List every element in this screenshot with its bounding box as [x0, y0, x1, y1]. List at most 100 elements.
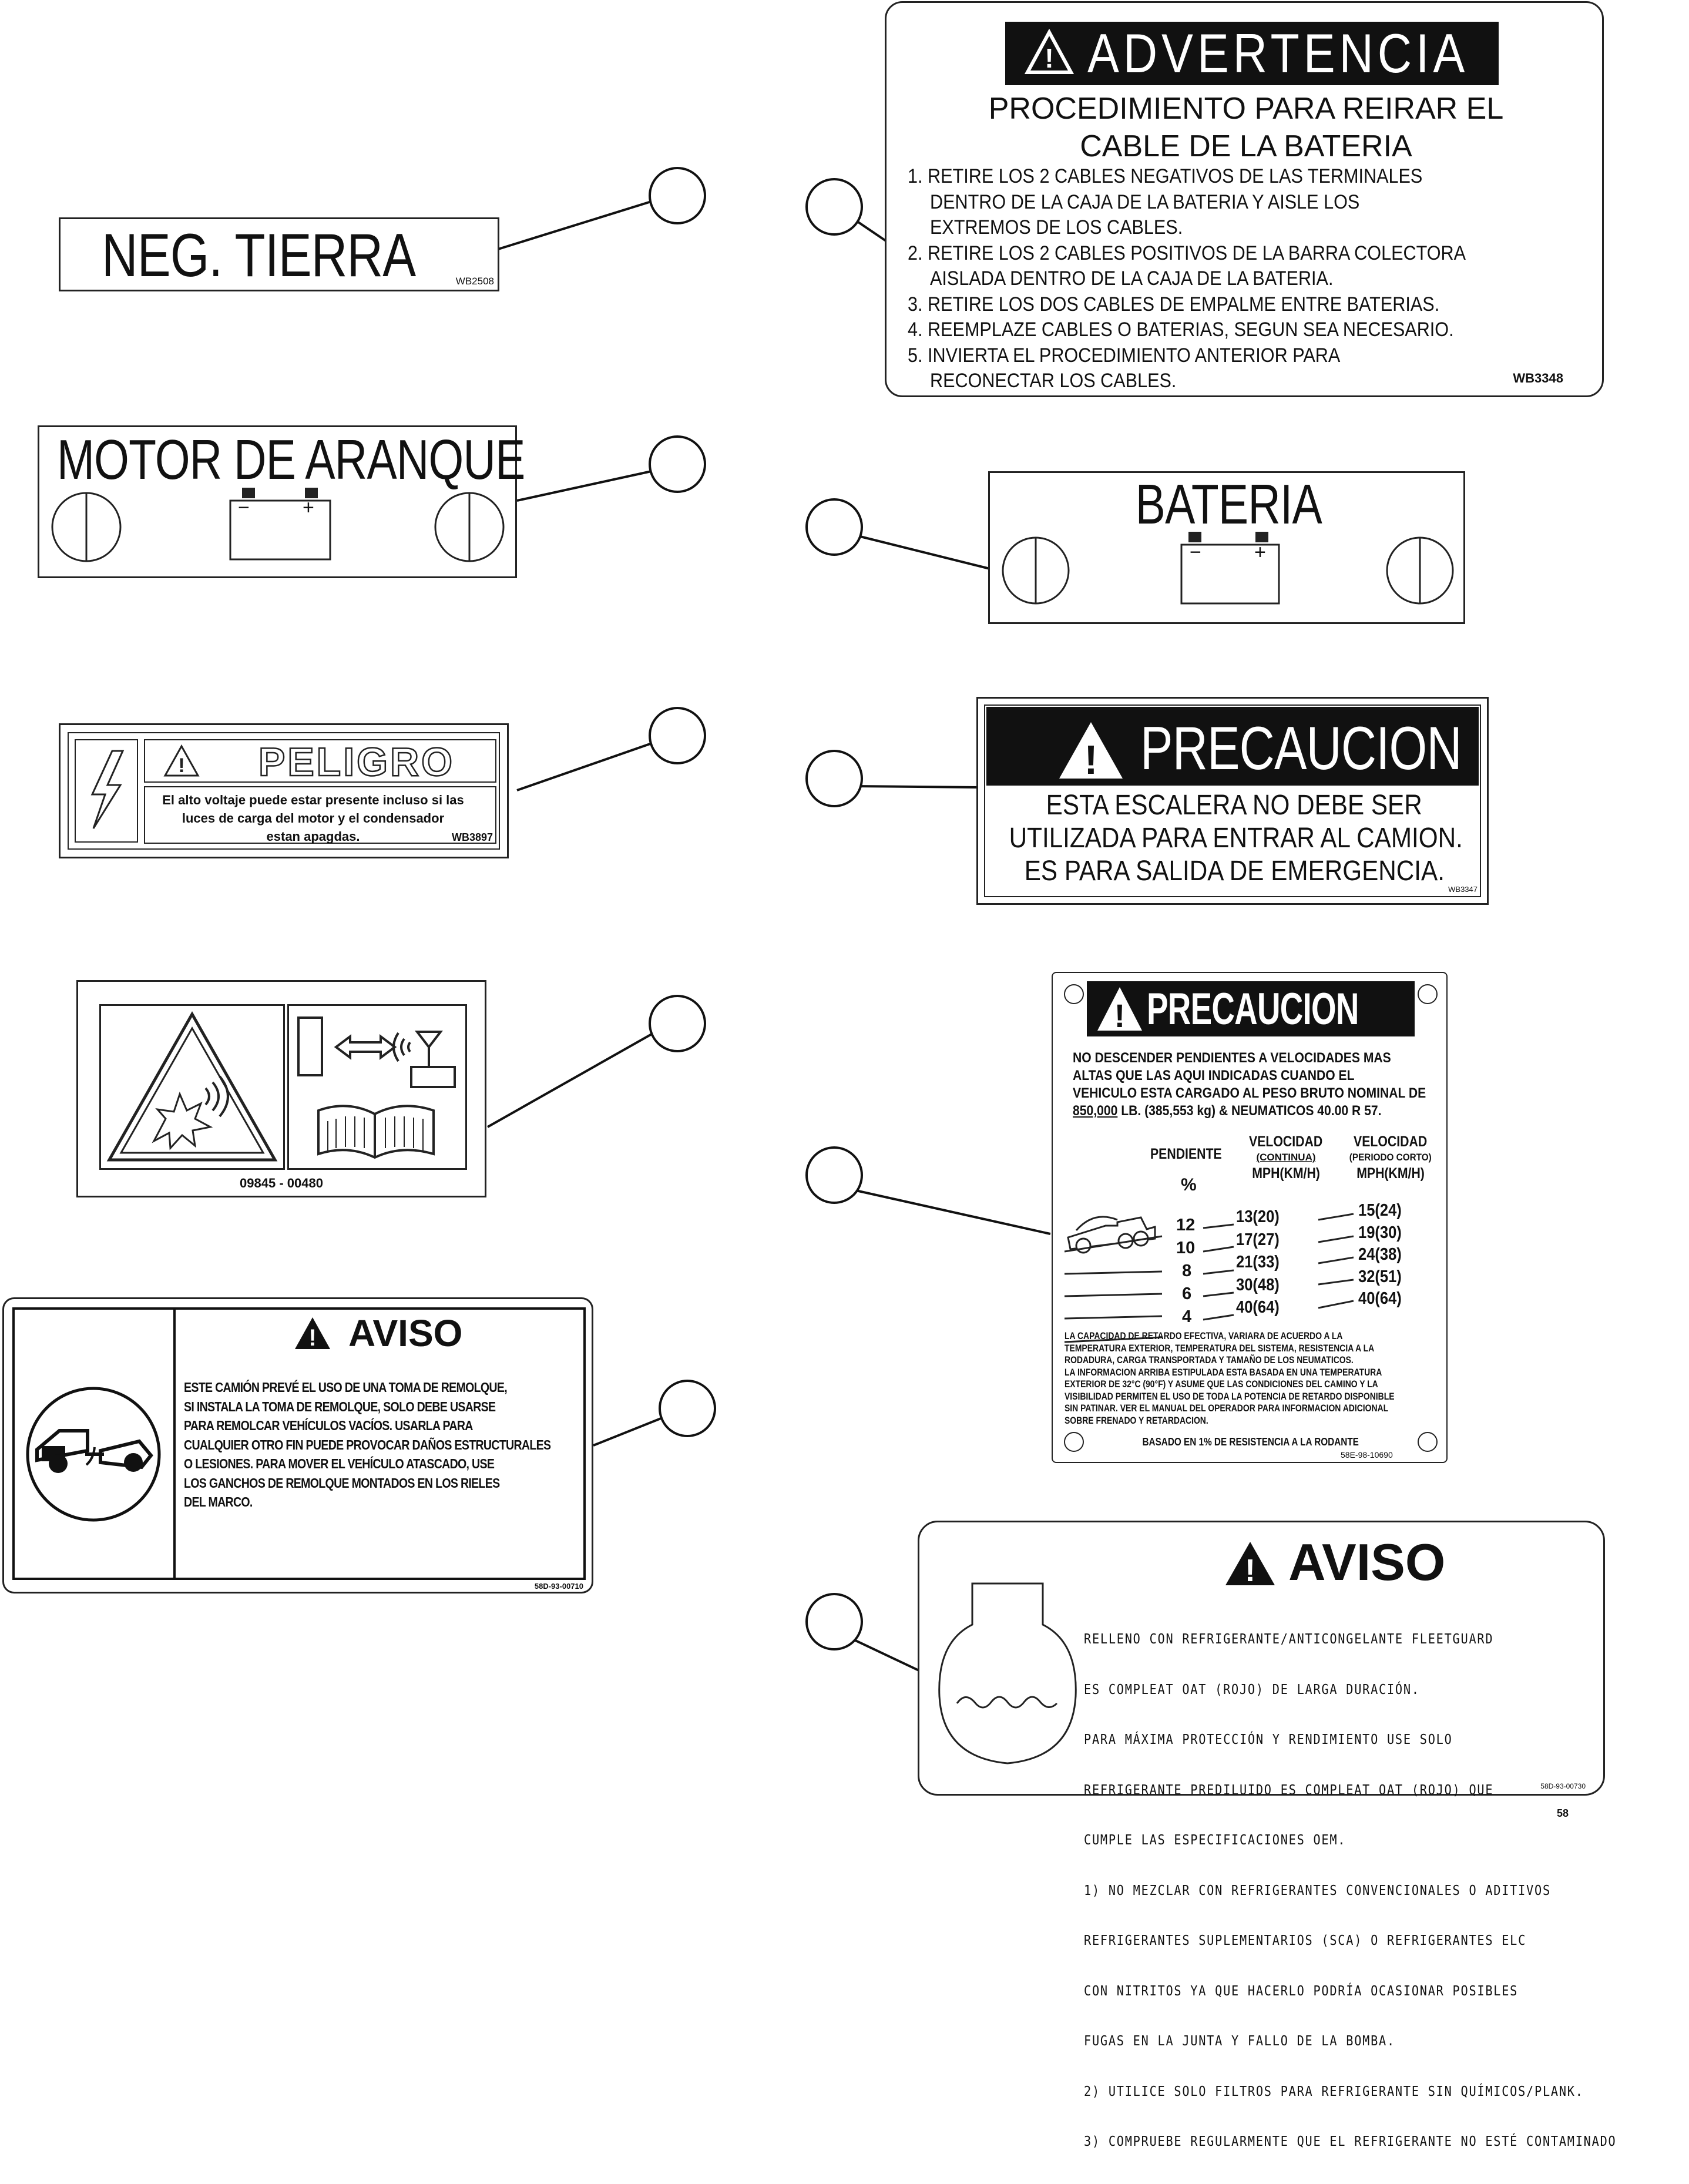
decal-pictograma: 09845 - 00480 [76, 980, 486, 1197]
pendientes-short: 32(51) [1358, 1267, 1402, 1286]
peligro-line: El alto voltaje puede estar presente inc… [162, 793, 464, 807]
pendientes-grade: 10 [1176, 1239, 1196, 1257]
aviso-refrigerante-code: 58D-93-00730 [1540, 1782, 1586, 1790]
advertencia-step: 5. INVIERTA EL PROCEDIMIENTO ANTERIOR PA… [908, 344, 1341, 367]
advertencia-step: 4. REEMPLAZE CABLES O BATERIAS, SEGUN SE… [908, 318, 1454, 341]
pendientes-intro-tail: LB. (385,553 kg) & NEUMATICOS 40.00 R 57… [1117, 1103, 1382, 1119]
aviso-remolque-code: 58D-93-00710 [534, 1582, 583, 1591]
callout-circle [649, 707, 706, 764]
pendientes-col-short-sub: (PERIODO CORTO) [1349, 1152, 1432, 1163]
warning-triangle-icon: ! [295, 1317, 330, 1351]
aviso-remolque-line: CUALQUIER OTRO FIN PUEDE PROVOCAR DAÑOS … [184, 1437, 551, 1452]
advertencia-step: AISLADA DENTRO DE LA CAJA DE LA BATERIA. [930, 267, 1334, 290]
lightning-bolt-icon [90, 750, 125, 829]
svg-text:!: ! [1084, 737, 1097, 783]
advertencia-subtitle: PROCEDIMIENTO PARA REIRAR EL [988, 92, 1504, 126]
bateria-minus-sign: − [1190, 541, 1201, 563]
peligro-line: estan apagdas. [266, 829, 360, 844]
precaucion-escalera-code: WB3347 [1448, 885, 1478, 894]
pendientes-unit: MPH(KM/H) [1356, 1165, 1425, 1182]
advertencia-step: EXTREMOS DE LOS CABLES. [930, 216, 1183, 239]
aviso-refrigerante-line: 3) COMPRUEBE REGULARMENTE QUE EL REFRIGE… [1084, 2134, 1617, 2149]
aviso-remolque-line: PARA REMOLCAR VEHÍCULOS VACÍOS. USARLA P… [184, 1418, 473, 1433]
pendientes-note: TEMPERATURA EXTERIOR, TEMPERATURA DEL SI… [1065, 1342, 1375, 1354]
pendientes-intro: VEHICULO ESTA CARGADO AL PESO BRUTO NOMI… [1073, 1085, 1426, 1101]
precaucion-escalera-line: UTILIZADA PARA ENTRAR AL CAMION. [1009, 823, 1463, 854]
decal-motor-arranque: MOTOR DE ARANQUE − + [38, 425, 525, 578]
decal-bateria: BATERIA − + [988, 471, 1465, 624]
decal-advertencia: ! ADVERTENCIA PROCEDIMIENTO PARA REIRAR … [885, 1, 1604, 397]
pendientes-grade: 4 [1182, 1307, 1192, 1326]
svg-text:!: ! [178, 754, 184, 777]
pendientes-unit: MPH(KM/H) [1252, 1165, 1320, 1182]
advertencia-step: RECONECTAR LOS CABLES. [930, 370, 1177, 392]
aviso-refrigerante-line: CON NITRITOS YA QUE HACERLO PODRÍA OCASI… [1084, 1983, 1519, 1999]
advertencia-title: ADVERTENCIA [1087, 22, 1469, 84]
warning-triangle-icon: ! [163, 744, 200, 777]
pendientes-grade: 8 [1182, 1262, 1192, 1280]
pendientes-note: VISIBILIDAD PERMITEN EL USO DE TODA LA P… [1065, 1390, 1395, 1402]
aviso-refrigerante-line: REFRIGERANTES SUPLEMENTARIOS (SCA) O REF… [1084, 1933, 1527, 1948]
decal-precaucion-pendientes: ! PRECAUCION NO DESCENDER PENDIENTES A V… [1052, 972, 1448, 1463]
coolant-tank-icon [938, 1582, 1077, 1764]
decal-aviso-refrigerante: ! AVISO RELLENO CON REFRIGERANTE/ANTICON… [918, 1521, 1616, 2149]
pendientes-note: SIN PATINAR. VER EL MANUAL DEL OPERADOR … [1065, 1403, 1389, 1414]
pendientes-note: LA CAPACIDAD DE RETARDO EFECTIVA, VARIAR… [1065, 1330, 1343, 1341]
radio-manual-icons [297, 1016, 456, 1159]
callout-circle [659, 1380, 716, 1437]
motor-minus-sign: − [238, 496, 250, 519]
peligro-title-outline: PELIGRO [258, 739, 454, 786]
pendientes-col-grade: PENDIENTE [1150, 1146, 1222, 1162]
aviso-remolque-title: AVISO [348, 1312, 463, 1354]
aviso-refrigerante-line: FUGAS EN LA JUNTA Y FALLO DE LA BOMBA. [1084, 2034, 1395, 2049]
callout-circle [805, 1593, 863, 1650]
warning-triangle-icon: ! [1097, 987, 1142, 1034]
pendientes-short: 24(38) [1358, 1245, 1402, 1264]
aviso-remolque-line: DEL MARCO. [184, 1494, 253, 1509]
aviso-refrigerante-line: REFRIGERANTE PREDILUIDO ES COMPLEAT OAT … [1084, 1782, 1494, 1798]
callout-circle [649, 167, 706, 224]
precaucion-pendientes-title: PRECAUCION [1147, 984, 1359, 1034]
pendientes-short: 19(30) [1358, 1223, 1402, 1242]
aviso-remolque-line: ESTE CAMIÓN PREVÉ EL USO DE UNA TOMA DE … [184, 1380, 508, 1395]
pendientes-note: EXTERIOR DE 32°C (90°F) Y ASUME QUE LAS … [1065, 1378, 1378, 1390]
pendientes-weight: 850,000 [1073, 1103, 1118, 1119]
motor-plus-sign: + [303, 496, 314, 519]
callout-circle [805, 178, 863, 236]
bateria-title: BATERIA [1135, 473, 1322, 536]
peligro-line: luces de carga del motor y el condensado… [182, 811, 445, 826]
svg-text:!: ! [308, 1325, 316, 1351]
pendientes-note: RODADURA, CARGA TRANSPORTADA Y TAMAÑO DE… [1065, 1354, 1354, 1366]
aviso-refrigerante-line: 2) UTILICE SOLO FILTROS PARA REFRIGERANT… [1084, 2084, 1584, 2099]
pendientes-note: SOBRE FRENADO Y RETARDACION. [1065, 1414, 1208, 1426]
pendientes-short: 40(64) [1358, 1289, 1402, 1308]
neg-tierra-title: NEG. TIERRA [102, 222, 416, 290]
advertencia-subtitle: CABLE DE LA BATERIA [1080, 129, 1412, 163]
callout-circle [649, 435, 706, 493]
bateria-plus-sign: + [1254, 541, 1266, 563]
aviso-refrigerante-line: PARA MÁXIMA PROTECCIÓN Y RENDIMIENTO USE… [1084, 1732, 1453, 1747]
aviso-refrigerante-line: 1) NO MEZCLAR CON REFRIGERANTES CONVENCI… [1084, 1883, 1551, 1898]
decal-precaucion-escalera: ! PRECAUCION ESTA ESCALERA NO DEBE SER U… [976, 697, 1489, 905]
aviso-remolque-line: O LESIONES. PARA MOVER EL VEHÍCULO ATASC… [184, 1456, 495, 1471]
pendientes-code: 58E-98-10690 [1341, 1450, 1393, 1460]
pendientes-col-cont-sub: (CONTINUA) [1256, 1152, 1316, 1163]
aviso-refrigerante-line: ES COMPLEAT OAT (ROJO) DE LARGA DURACIÓN… [1084, 1682, 1420, 1697]
mounting-holes [1064, 984, 1438, 1452]
pendientes-cont: 17(27) [1236, 1230, 1280, 1249]
towing-truck-icon [26, 1387, 161, 1522]
page-number: 58 [1557, 1807, 1569, 1819]
aviso-remolque-line: SI INSTALA LA TOMA DE REMOLQUE, SOLO DEB… [184, 1398, 496, 1414]
pendientes-short: 15(24) [1358, 1201, 1402, 1220]
aviso-refrigerante-line: CUMPLE LAS ESPECIFICACIONES OEM. [1084, 1833, 1347, 1848]
pendientes-cont: 21(33) [1236, 1253, 1280, 1272]
pendientes-intro: ALTAS QUE LAS AQUI INDICADAS CUANDO EL [1073, 1068, 1355, 1083]
precaucion-escalera-title: PRECAUCION [1140, 714, 1462, 783]
callout-circle [805, 750, 863, 807]
svg-text:!: ! [1114, 997, 1126, 1034]
advertencia-step: 3. RETIRE LOS DOS CABLES DE EMPALME ENTR… [908, 293, 1440, 316]
aviso-refrigerante-title: AVISO [1288, 1533, 1446, 1591]
svg-text:!: ! [1045, 43, 1053, 73]
aviso-refrigerante-line: RELLENO CON REFRIGERANTE/ANTICONGELANTE … [1084, 1632, 1494, 1647]
pictograma-code: 09845 - 00480 [240, 1176, 323, 1190]
